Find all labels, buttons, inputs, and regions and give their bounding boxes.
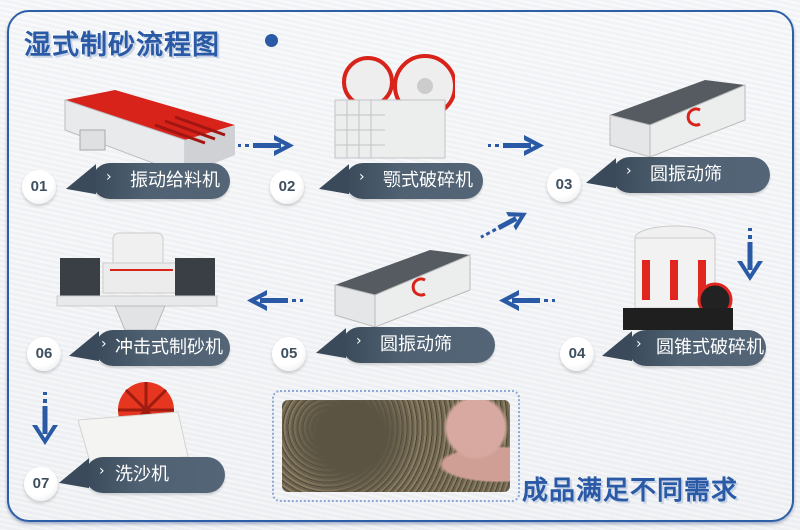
step-label-text: 冲击式制砂机: [115, 337, 223, 358]
finished-sand-photo-frame: [272, 390, 520, 502]
diagram-title: 湿式制砂流程图: [24, 30, 220, 61]
circular-vibrating-screen-icon: [330, 245, 475, 334]
cone-crusher-icon: [615, 220, 740, 339]
step-label-text: 振动给料机: [130, 170, 220, 191]
arrow-right-icon: [238, 133, 296, 159]
step-label-05: › 圆振动筛: [316, 327, 495, 368]
step-label-text: 圆振动筛: [380, 334, 452, 355]
step-number-04: 04: [560, 337, 594, 371]
step-label-text: 洗沙机: [115, 464, 169, 485]
step-label-text: 颚式破碎机: [383, 170, 473, 191]
step-number-02: 02: [270, 170, 304, 204]
vsi-sand-maker-icon: [55, 228, 220, 337]
step-number-06: 06: [27, 337, 61, 371]
title-bullet-icon: [265, 34, 278, 47]
arrow-down-icon: [735, 228, 765, 283]
chevron-right-icon: ›: [101, 336, 107, 352]
step-label-01: › 振动给料机: [66, 163, 230, 204]
arrow-right-icon: [488, 133, 546, 159]
tagline: 成品满足不同需求: [522, 476, 739, 506]
chevron-right-icon: ›: [626, 163, 632, 179]
step-number-05: 05: [272, 337, 306, 371]
step-label-text: 圆振动筛: [650, 164, 722, 185]
step-label-07: › 洗沙机: [59, 457, 225, 498]
diagram-frame: [7, 10, 794, 522]
arrow-left-icon: [245, 288, 303, 314]
sand-washer-icon: [77, 382, 193, 466]
jaw-crusher-icon: [330, 50, 457, 164]
vibrating-feeder-icon: [55, 85, 240, 184]
chevron-right-icon: ›: [356, 333, 362, 349]
step-label-04: › 圆锥式破碎机: [602, 330, 766, 371]
step-label-text: 圆锥式破碎机: [656, 337, 764, 358]
step-label-03: › 圆振动筛: [586, 157, 770, 198]
arrow-up-right-icon: [478, 205, 533, 245]
step-label-06: › 冲击式制砂机: [69, 330, 230, 371]
chevron-right-icon: ›: [359, 169, 365, 185]
step-number-03: 03: [547, 168, 581, 202]
circular-vibrating-screen-icon: [605, 75, 750, 164]
arrow-left-icon: [497, 288, 555, 314]
step-number-01: 01: [22, 170, 56, 204]
arrow-down-icon: [30, 392, 60, 447]
chevron-right-icon: ›: [106, 169, 112, 185]
finished-sand-photo: [282, 400, 510, 492]
chevron-right-icon: ›: [636, 336, 642, 352]
chevron-right-icon: ›: [99, 463, 105, 479]
step-number-07: 07: [24, 467, 58, 501]
step-label-02: › 颚式破碎机: [319, 163, 483, 204]
